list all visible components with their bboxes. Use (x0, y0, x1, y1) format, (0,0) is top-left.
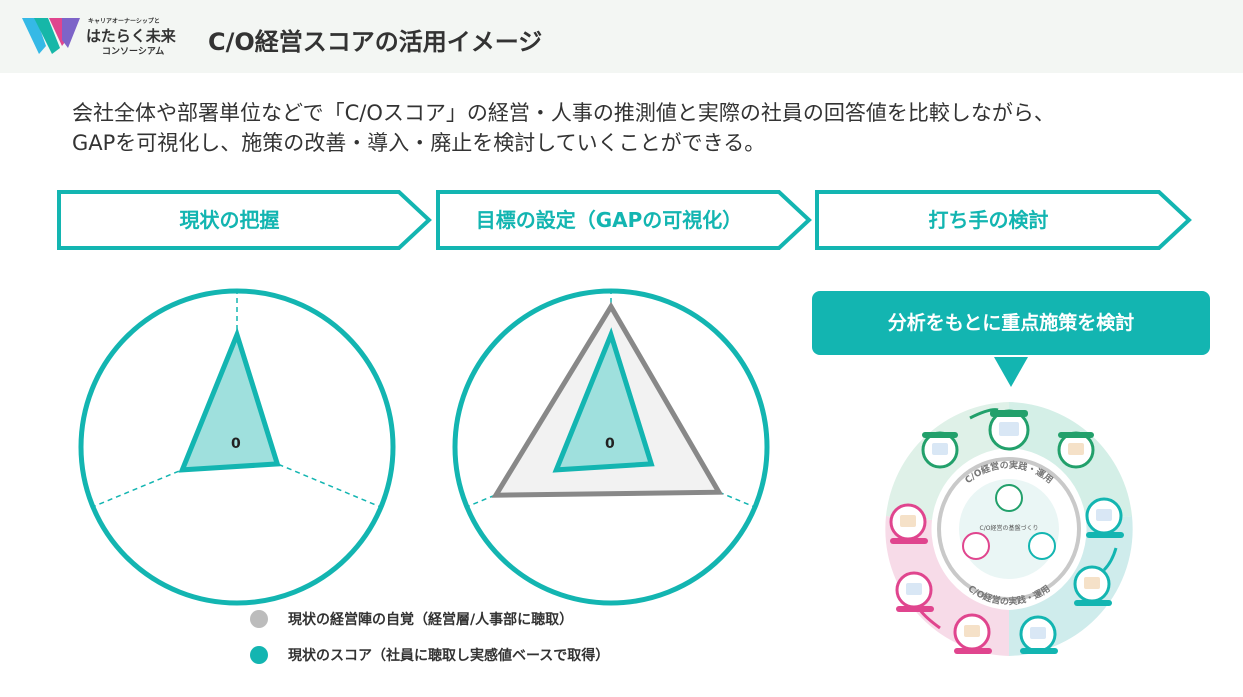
page-title: C/O経営スコアの活用イメージ (208, 28, 543, 56)
inner-node-top (995, 484, 1023, 512)
radar-chart-gap (452, 286, 770, 606)
node-label-pill (1058, 432, 1094, 438)
logo-mark-icon (22, 18, 80, 54)
legend-label: 現状のスコア（社員に聴取し実感値ベースで取得） (288, 648, 610, 664)
node-label-pill (1020, 648, 1058, 654)
node-label-pill (990, 410, 1028, 417)
node-label-pill (890, 538, 928, 544)
node-label-pill (922, 432, 958, 438)
inner-node-right (1028, 532, 1056, 560)
illustration-icon (964, 625, 980, 637)
intro-text: 会社全体や部署単位などで「C/Oスコア」の経営・人事の推測値と実際の社員の回答値… (72, 98, 1222, 158)
cycle-nodes (889, 409, 1124, 654)
illustration-icon (1068, 443, 1084, 455)
step-current-state: 現状の把握 (57, 190, 432, 250)
co-management-cycle-diagram: C/O経営の実践・運用 C/O経営の実践・運用 (885, 402, 1133, 656)
intro-line-1: 会社全体や部署単位などで「C/Oスコア」の経営・人事の推測値と実際の社員の回答値… (72, 101, 1055, 125)
step-arrow-shape-1 (57, 190, 432, 250)
intro-line-2: GAPを可視化し、施策の改善・導入・廃止を検討していくことができる。 (72, 131, 766, 155)
node-label-pill (1074, 600, 1112, 606)
down-arrow-icon (994, 357, 1028, 387)
node-label-pill (954, 648, 992, 654)
step-arrow-shape-2 (436, 190, 812, 250)
logo-sub-text: コンソーシアム (102, 47, 165, 57)
current-score-polygon (178, 327, 281, 473)
radar-chart-current (78, 286, 396, 606)
current-score-polygon (552, 327, 655, 473)
cycle-center-label: C/O経営の基盤づくり (980, 524, 1039, 532)
step-measures: 打ち手の検討 (815, 190, 1192, 250)
legend-dot-teal-icon (250, 646, 268, 664)
illustration-icon (932, 443, 948, 455)
analysis-callout: 分析をもとに重点施策を検討 (812, 291, 1210, 355)
consortium-logo[interactable]: キャリアオーナーシップと はたらく未来 コンソーシアム (22, 14, 176, 60)
illustration-icon (1084, 577, 1100, 589)
step-label-2: 目標の設定（GAPの可視化） (475, 208, 743, 232)
inner-node-left (962, 532, 990, 560)
step-label-1: 現状の把握 (179, 208, 280, 232)
illustration-icon (1030, 627, 1046, 639)
cycle-arrow-icon (1102, 547, 1118, 572)
legend-label: 現状の経営陣の自覚（経営層/人事部に聴取） (288, 612, 574, 628)
legend-dot-gray-icon (250, 610, 268, 628)
logo-main-text: はたらく未来 (86, 27, 176, 45)
illustration-icon (906, 583, 922, 595)
cycle-arrow-icon (918, 609, 941, 630)
step-label-3: 打ち手の検討 (928, 208, 1049, 232)
node-label-pill (896, 606, 934, 612)
illustration-icon (999, 422, 1019, 436)
step-arrow-shape-3 (815, 190, 1192, 250)
cycle-inner-ring (937, 457, 1081, 601)
radar-center-label: 0 (231, 436, 241, 452)
illustration-icon (900, 515, 916, 527)
radar-center-label: 0 (605, 436, 615, 452)
illustration-icon (1096, 509, 1112, 521)
step-goal-setting: 目標の設定（GAPの可視化） (436, 190, 812, 250)
logo-tagline: キャリアオーナーシップと (88, 18, 160, 25)
node-label-pill (1086, 532, 1124, 538)
cycle-arrow-icon (969, 408, 999, 420)
header-bar: キャリアオーナーシップと はたらく未来 コンソーシアム C/O経営スコアの活用イ… (0, 0, 1243, 73)
